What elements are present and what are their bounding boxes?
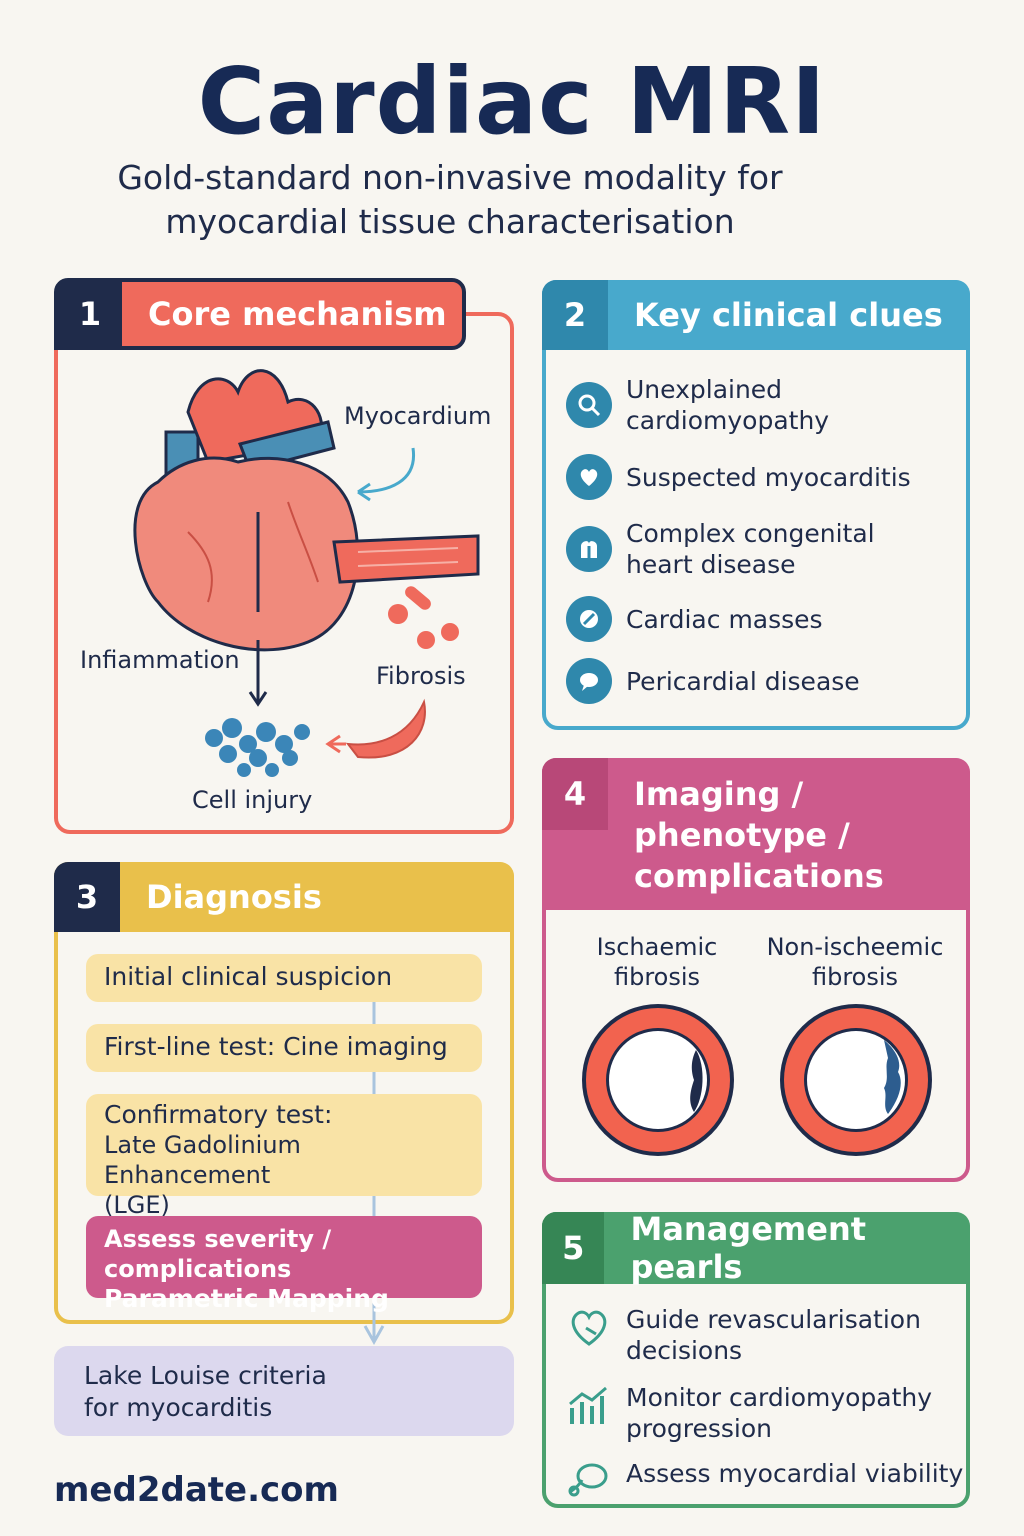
clue-text: Cardiac masses [626, 604, 823, 634]
management-title: Management pearls [630, 1210, 867, 1286]
core-mechanism-header: 1 Core mechanism [54, 278, 466, 350]
heart-stethoscope-icon [571, 1310, 607, 1346]
heart-chambers-icon [566, 526, 612, 572]
imaging-number: 4 [542, 758, 608, 830]
page-subtitle: Gold-standard non-invasive modality for … [117, 158, 783, 241]
diagnosis-step: Initial clinical suspicion [86, 954, 482, 1002]
speech-bubble-icon [566, 658, 612, 704]
pearl-line: progression [626, 1414, 773, 1443]
heart-illustration [133, 369, 480, 777]
non-ischaemic-label-line: Non-ischeemic [766, 933, 944, 961]
clue-item: Complex congenital heart disease [566, 518, 906, 580]
pearl-line: decisions [626, 1336, 743, 1365]
muscle-fibre-icon [332, 534, 480, 584]
footer-brand[interactable]: med2date.com [54, 1470, 339, 1510]
clue-text: Complex congenital heart disease [626, 519, 875, 579]
clue-item: Unexplained cardiomyopathy [566, 374, 856, 436]
label-fibrosis: Fibrosis [376, 662, 466, 690]
heart-shield-icon [566, 454, 612, 500]
diagnosis-step-severity: Assess severity / complications Parametr… [86, 1216, 482, 1313]
clue-item: Suspected myocarditis [566, 454, 911, 500]
severity-detail: Parametric Mapping [104, 1284, 389, 1313]
pearl-item: Monitor cardiomyopathy progression [566, 1382, 932, 1444]
lake-louise-line2: for myocarditis [84, 1393, 273, 1422]
fibrosis-strand-icon [345, 698, 426, 759]
slash-circle-icon [566, 596, 612, 642]
ischaemic-label-line: Ischaemic [596, 933, 718, 961]
heart-body-icon [133, 456, 360, 652]
diagnosis-step-confirmatory: Confirmatory test: Late Gadolinium Enhan… [86, 1094, 482, 1219]
diagnosis-title: Diagnosis [146, 878, 322, 916]
diagnosis-header: 3 Diagnosis [54, 862, 514, 932]
clue-text: Suspected myocarditis [626, 462, 911, 492]
clinical-clues-number: 2 [542, 280, 608, 350]
non-ischaemic-label-line: fibrosis [811, 963, 899, 991]
ischaemic-label: Ischaemic fibrosis [572, 932, 742, 992]
diagnosis-number: 3 [54, 862, 120, 932]
imaging-header: 4 Imaging / phenotype / complications [542, 758, 970, 910]
clue-text: Unexplained cardiomyopathy [626, 375, 830, 435]
management-number: 5 [542, 1212, 605, 1284]
pearl-line: Monitor cardiomyopathy [626, 1383, 933, 1412]
clue-item: Pericardial disease [566, 658, 860, 704]
lake-louise-box: Lake Louise criteria for myocarditis [54, 1346, 514, 1436]
confirmatory-heading: Confirmatory test: [104, 1100, 333, 1129]
cell-cluster-icon [205, 718, 310, 777]
label-myocardium: Myocardium [344, 402, 492, 430]
pearl-item: Assess myocardial viability [566, 1458, 963, 1498]
clinical-clues-title: Key clinical clues [634, 296, 943, 334]
magnifier-icon [566, 382, 612, 428]
pearl-item: Guide revascularisation decisions [566, 1304, 921, 1366]
non-ischaemic-ring-icon [780, 1004, 932, 1156]
confirmatory-detail: Late Gadolinium Enhancement [104, 1131, 301, 1189]
scan-icon [568, 1463, 608, 1497]
ischaemic-ring-icon [582, 1004, 734, 1156]
management-header: 5 Management pearls [542, 1210, 970, 1286]
label-cell-injury: Cell injury [192, 786, 313, 814]
diagnosis-step: First-line test: Cine imaging [86, 1024, 482, 1072]
bar-chart-icon [569, 1386, 607, 1424]
page-title: Cardiac MRI [197, 48, 827, 155]
clinical-clues-header: 2 Key clinical clues [542, 280, 970, 350]
imaging-title: Imaging / phenotype / complications [608, 758, 884, 897]
label-inflammation: Infiammation [80, 646, 240, 674]
pearl-text: Guide revascularisation decisions [626, 1304, 921, 1366]
core-mechanism-number: 1 [58, 282, 122, 346]
imaging-title-line: complications [634, 857, 884, 895]
non-ischaemic-label: Non-ischeemic fibrosis [760, 932, 950, 992]
imaging-title-line: Imaging / [634, 775, 804, 813]
pearl-line: Guide revascularisation [626, 1305, 921, 1334]
severity-heading: Assess severity / complications [104, 1225, 332, 1283]
core-mechanism-title: Core mechanism [148, 295, 447, 333]
confirmatory-abbrev: (LGE) [104, 1191, 170, 1219]
lake-louise-line1: Lake Louise criteria [84, 1361, 327, 1390]
pearl-text: Monitor cardiomyopathy progression [626, 1382, 932, 1444]
imaging-title-line: phenotype / [634, 816, 850, 854]
clue-item: Cardiac masses [566, 596, 823, 642]
pearl-text: Assess myocardial viability [626, 1459, 964, 1488]
clue-text: Pericardial disease [626, 666, 860, 696]
ischaemic-label-line: fibrosis [613, 963, 701, 991]
